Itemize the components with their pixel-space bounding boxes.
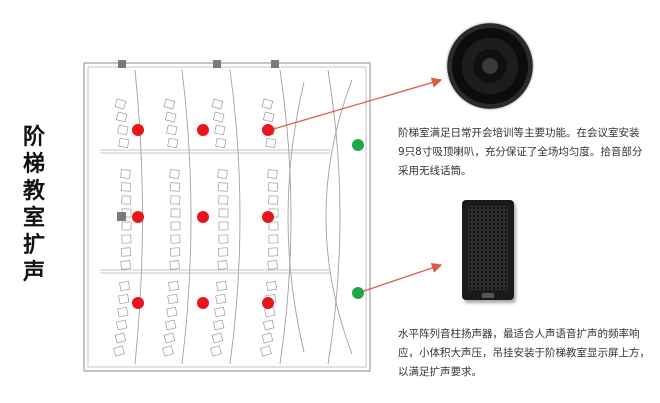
seat (266, 280, 278, 292)
ceiling-speaker-arrow (269, 77, 443, 131)
seat (262, 319, 275, 331)
seat (216, 280, 228, 292)
seat (114, 98, 127, 110)
seat (262, 111, 275, 123)
ceiling-speaker-marker (262, 124, 274, 136)
seat (169, 247, 181, 257)
seat (170, 208, 181, 218)
seat (118, 293, 130, 305)
seat (164, 111, 177, 123)
seat (214, 306, 226, 318)
seat (214, 124, 226, 136)
seat (114, 332, 127, 344)
seat (267, 182, 279, 192)
seat (164, 319, 177, 331)
seat (217, 169, 228, 179)
ceiling-speaker-marker (132, 124, 144, 136)
seat (120, 260, 131, 270)
seat (218, 221, 229, 231)
seat (115, 319, 128, 331)
ceiling-speaker-marker (197, 211, 209, 223)
seat (267, 260, 278, 270)
seat (169, 169, 180, 179)
seat (121, 195, 132, 205)
ceiling-speaker-marker (262, 297, 274, 309)
ceiling-speaker-description: 阶梯室满足日常开会培训等主要功能。在会议室安装9只8寸吸顶喇叭，充分保证了全场均… (398, 127, 643, 177)
seat (218, 195, 229, 205)
columns (117, 60, 279, 221)
title-char: 梯 (22, 152, 45, 177)
seat (121, 221, 132, 231)
seat (167, 293, 179, 305)
seat (211, 98, 224, 110)
seat (169, 260, 180, 270)
seat (212, 111, 225, 123)
seat (119, 280, 131, 292)
column-speaker-marker (352, 139, 364, 151)
title-char: 扩 (22, 233, 45, 258)
seat (217, 247, 229, 257)
seat (217, 260, 228, 270)
seat (166, 306, 178, 318)
ceiling-speaker-markers (132, 124, 274, 309)
seat (169, 182, 181, 192)
title-char: 阶 (22, 125, 45, 150)
seat (218, 208, 229, 218)
seat (265, 137, 277, 149)
seat (115, 111, 128, 123)
seat (121, 234, 132, 244)
aisle-lines (100, 149, 330, 274)
seat (163, 98, 176, 110)
room-outline (83, 62, 371, 372)
title-char: 室 (22, 206, 45, 231)
title-char: 教 (22, 179, 45, 204)
seat (267, 169, 278, 179)
seat (118, 137, 130, 149)
column-speaker-icon (462, 200, 514, 300)
seat (120, 182, 132, 192)
column-speaker-markers (352, 139, 364, 299)
seat (117, 124, 129, 136)
seat (261, 332, 274, 344)
arrows (269, 77, 443, 294)
seat (167, 137, 179, 149)
seat (212, 319, 225, 331)
column-speaker-marker (352, 287, 364, 299)
seat (120, 169, 131, 179)
seat (170, 234, 181, 244)
ceiling-speaker-marker (132, 211, 144, 223)
ceiling-speaker-icon (447, 23, 533, 109)
seat (215, 293, 227, 305)
seat (261, 98, 274, 110)
ceiling-speaker-marker (197, 124, 209, 136)
seat (166, 124, 178, 136)
seat (162, 345, 174, 357)
seat-rows (113, 98, 279, 357)
seat (168, 280, 180, 292)
seat (117, 306, 129, 318)
seat (120, 247, 132, 257)
seat (170, 221, 181, 231)
diagram-title: 阶 梯 教 室 扩 声 (14, 124, 54, 286)
seat (217, 182, 229, 192)
seat (113, 345, 125, 357)
ceiling-speaker-marker (262, 211, 274, 223)
seat (215, 137, 227, 149)
column-speaker-description: 水平阵列音柱扬声器，最适合人声语音扩声的频率响应，小体积大声压，吊挂安装于阶梯教… (398, 328, 650, 378)
seat (170, 195, 181, 205)
seat (163, 332, 176, 344)
ceiling-speaker-marker (197, 297, 209, 309)
seat (260, 345, 272, 357)
seat (268, 195, 279, 205)
seat (267, 247, 279, 257)
seat (268, 234, 279, 244)
title-char: 声 (22, 260, 45, 285)
seat (211, 332, 224, 344)
column-speaker-arrow (357, 262, 443, 294)
seat (218, 234, 229, 244)
seat (210, 345, 222, 357)
ceiling-speaker-marker (132, 297, 144, 309)
seat (268, 221, 279, 231)
